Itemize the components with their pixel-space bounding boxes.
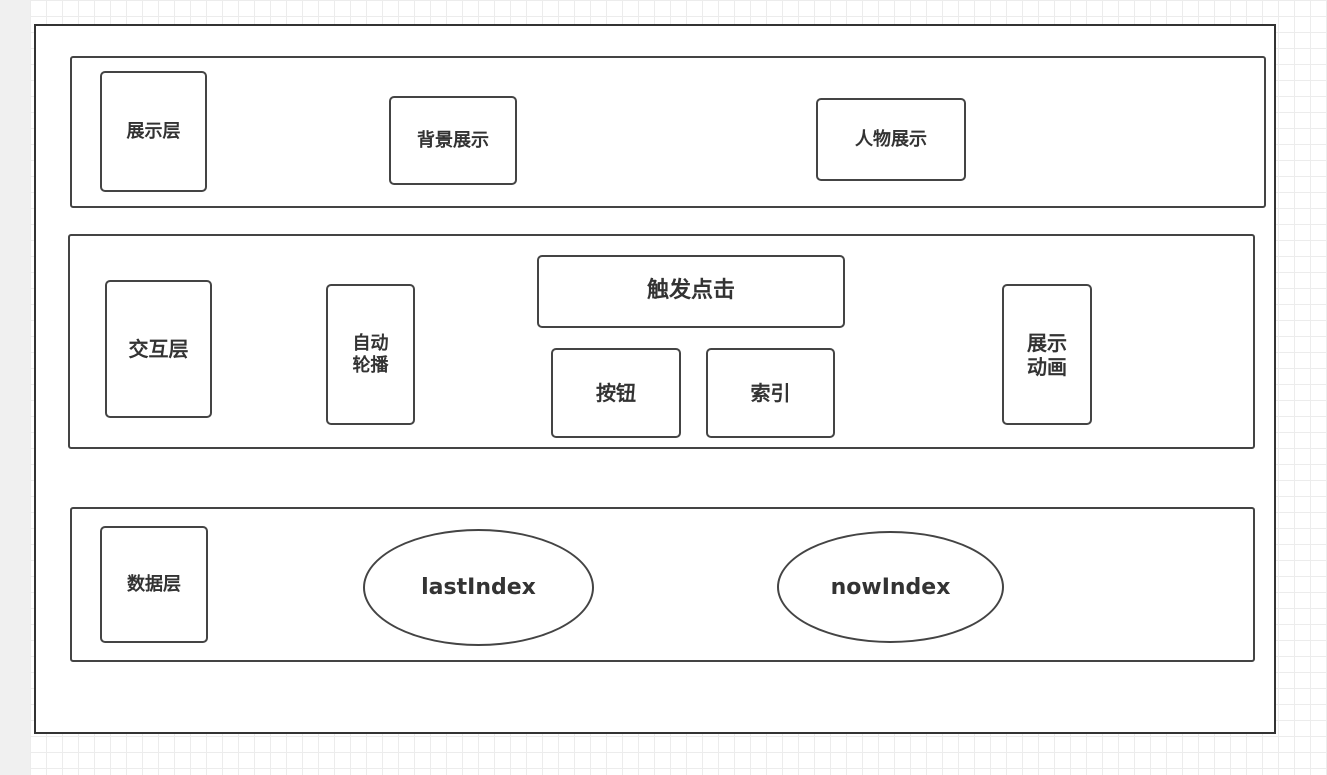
last-index-ellipse[interactable]: lastIndex (363, 529, 594, 646)
interaction-layer-label[interactable]: 交互层 (105, 280, 212, 418)
now-index-ellipse[interactable]: nowIndex (777, 531, 1004, 643)
data-layer-label[interactable]: 数据层 (100, 526, 208, 643)
left-gutter (0, 0, 31, 775)
button-node[interactable]: 按钮 (551, 348, 681, 438)
presentation-layer[interactable] (70, 56, 1266, 208)
data-layer[interactable] (70, 507, 1255, 662)
autoplay-node[interactable]: 自动 轮播 (326, 284, 415, 425)
show-animation-node[interactable]: 展示 动画 (1002, 284, 1092, 425)
trigger-click-node[interactable]: 触发点击 (537, 255, 845, 328)
presentation-layer-label[interactable]: 展示层 (100, 71, 207, 192)
index-node[interactable]: 索引 (706, 348, 835, 438)
background-display-node[interactable]: 背景展示 (389, 96, 517, 185)
character-display-node[interactable]: 人物展示 (816, 98, 966, 181)
